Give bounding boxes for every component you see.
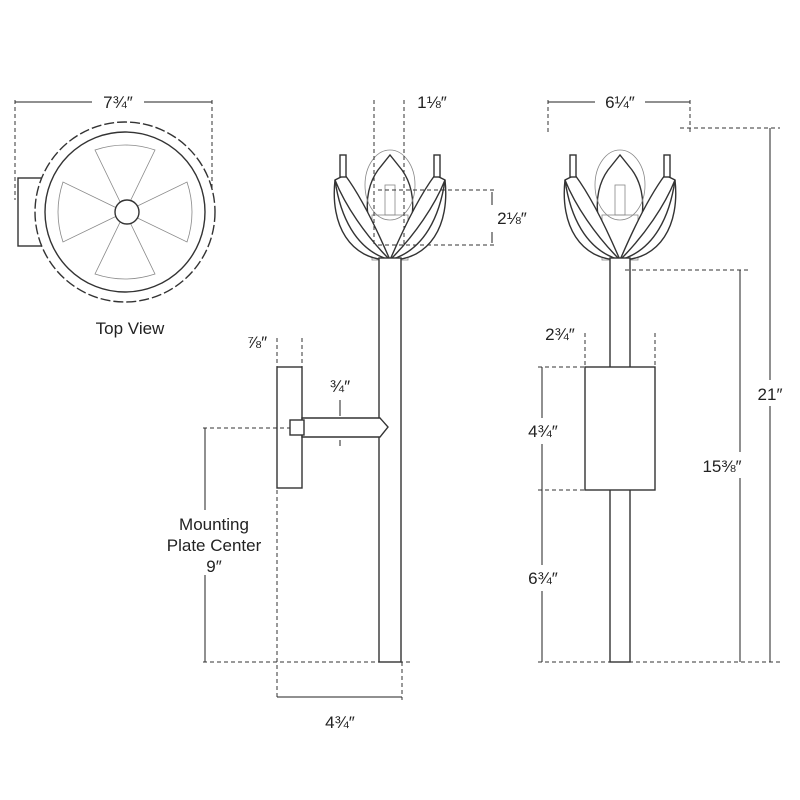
backplate-width-dim: 2¾″ [545, 325, 575, 344]
front-view: 6¼″ 21″ 15⅜″ 2¾″ 4¾″ 6¾″ [515, 90, 788, 663]
backplate-bottom-dim: 6¾″ [528, 569, 558, 588]
bulb-width-dim: 1⅛″ [417, 93, 447, 112]
top-width-dim: 7¾″ [103, 93, 133, 112]
bulb-height-dim: 2⅛″ [497, 209, 527, 228]
side-view: 1⅛″ 2⅛″ ⅞″ ¾″ Mounting Plate Center 9″ 4… [160, 93, 527, 732]
arm-height-dim: ¾″ [330, 377, 350, 396]
mounting-height-dim: 9″ [206, 557, 221, 576]
mounting-label-line2: Plate Center [167, 536, 262, 555]
top-view-title: Top View [96, 319, 165, 338]
shade-width-dim: 6¼″ [605, 93, 635, 112]
extension-dim: 4¾″ [325, 713, 355, 732]
stem-height-dim: 15⅜″ [702, 457, 741, 476]
overall-height-dim: 21″ [758, 385, 783, 404]
backplate-height-dim: 4¾″ [528, 422, 558, 441]
top-view: 7¾″ Top View [14, 90, 216, 338]
mounting-label-line1: Mounting [179, 515, 249, 534]
backplate-depth-dim: ⅞″ [247, 333, 267, 352]
